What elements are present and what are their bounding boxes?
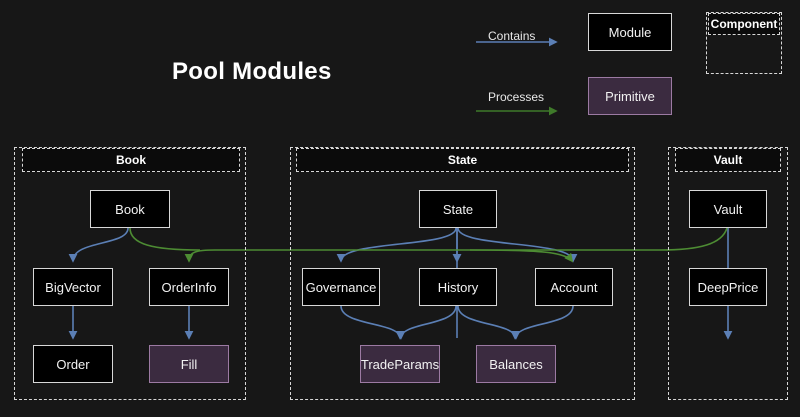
node-state-mod-label: State xyxy=(442,201,474,217)
node-history[interactable]: History xyxy=(419,268,497,306)
group-vault xyxy=(668,147,788,400)
node-deepprice[interactable]: DeepPrice xyxy=(689,268,767,306)
node-orderinfo[interactable]: OrderInfo xyxy=(149,268,229,306)
legend-module-label: Module xyxy=(608,24,652,40)
node-bigvector[interactable]: BigVector xyxy=(33,268,113,306)
group-book-label: Book xyxy=(116,153,146,167)
group-book xyxy=(14,147,246,400)
node-order-label: Order xyxy=(56,356,90,372)
node-balances[interactable]: Balances xyxy=(476,345,556,383)
legend-processes-label: Processes xyxy=(488,90,545,104)
node-history-label: History xyxy=(437,279,479,295)
group-state-label: State xyxy=(447,153,478,167)
legend-module-box: Module xyxy=(588,13,672,51)
node-state-mod[interactable]: State xyxy=(419,190,497,228)
node-tradeparams[interactable]: TradeParams xyxy=(360,345,440,383)
node-vault-mod[interactable]: Vault xyxy=(689,190,767,228)
node-governance-label: Governance xyxy=(305,279,377,295)
node-fill-label: Fill xyxy=(180,356,198,372)
group-book-header: Book xyxy=(22,148,240,172)
group-state xyxy=(290,147,635,400)
group-vault-label: Vault xyxy=(713,153,743,167)
node-tradeparams-label: TradeParams xyxy=(360,356,440,372)
node-account-label: Account xyxy=(550,279,598,295)
legend-component-box xyxy=(706,12,782,74)
page-title: Pool Modules xyxy=(172,58,332,85)
legend-contains-label: Contains xyxy=(488,29,536,43)
node-order[interactable]: Order xyxy=(33,345,113,383)
node-orderinfo-label: OrderInfo xyxy=(161,279,217,295)
node-book-mod-label: Book xyxy=(115,201,145,217)
node-vault-mod-label: Vault xyxy=(713,201,743,217)
group-vault-header: Vault xyxy=(675,148,781,172)
legend-component-label: Component xyxy=(710,17,778,31)
node-bigvector-label: BigVector xyxy=(45,279,101,295)
node-balances-label: Balances xyxy=(489,356,543,372)
group-state-header: State xyxy=(296,148,629,172)
node-governance[interactable]: Governance xyxy=(302,268,380,306)
node-fill[interactable]: Fill xyxy=(149,345,229,383)
node-deepprice-label: DeepPrice xyxy=(697,279,759,295)
node-book-mod[interactable]: Book xyxy=(90,190,170,228)
legend-primitive-box: Primitive xyxy=(588,77,672,115)
legend-primitive-label: Primitive xyxy=(605,88,655,104)
legend-component-header: Component xyxy=(708,13,780,35)
node-account[interactable]: Account xyxy=(535,268,613,306)
